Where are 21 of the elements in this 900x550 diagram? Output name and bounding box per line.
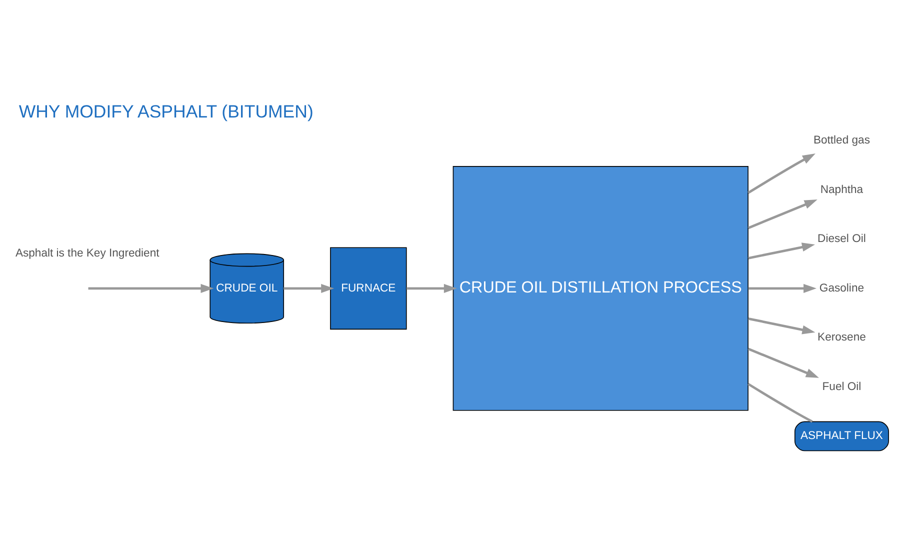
node-box: FURNACE — [330, 246, 407, 330]
connector — [748, 382, 813, 422]
node-text: Fuel Oil — [822, 380, 862, 392]
arrow — [284, 283, 334, 292]
node-text: Kerosene — [818, 331, 866, 344]
arrow — [406, 283, 457, 292]
arrow — [748, 347, 819, 378]
node-text: Diesel Oil — [818, 232, 866, 245]
node-text: Gasoline — [819, 282, 864, 294]
node-box: CRUDE OIL DISTILLATION PROCESS — [452, 166, 748, 410]
label: Asphalt is the Key Ingredient — [15, 247, 160, 260]
arrow — [748, 242, 815, 259]
node-box: ASPHALT FLUX — [794, 420, 889, 451]
arrow — [748, 316, 816, 334]
node-text: Bottled gas — [813, 134, 870, 146]
arrow — [748, 199, 818, 229]
arrow — [748, 283, 816, 292]
diagram-title: WHY MODIFY ASPHALT (BITUMEN) — [18, 101, 314, 122]
arrow — [748, 153, 816, 194]
arrow — [88, 283, 214, 292]
node-text: Naphtha — [820, 183, 864, 196]
